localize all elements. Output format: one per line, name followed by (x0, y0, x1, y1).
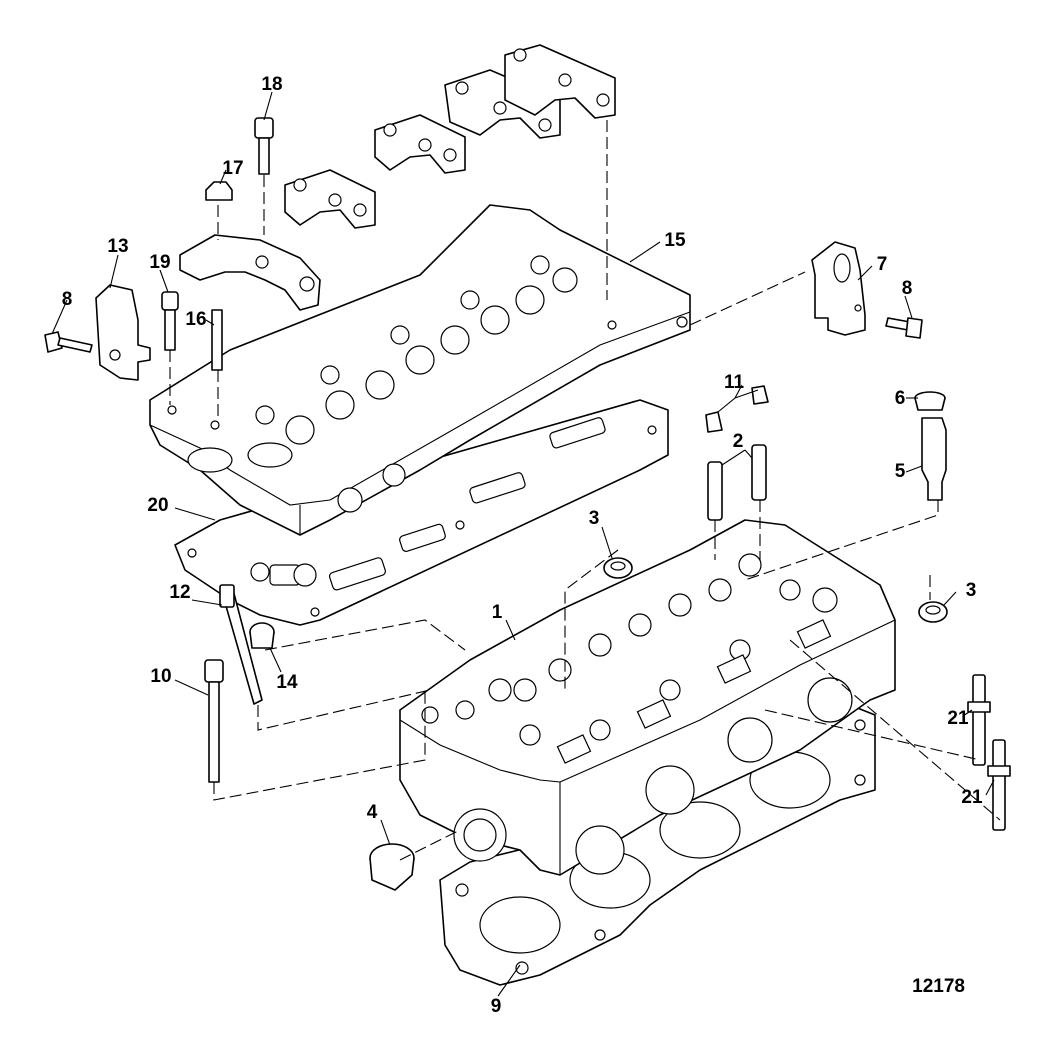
bearing-cap-4-part (504, 44, 616, 119)
cylinder-head-part (399, 519, 896, 876)
washer-left-part (603, 557, 633, 579)
seal-4-part (369, 843, 415, 891)
valve-guide-right-part (751, 444, 767, 501)
bearing-cap-1-part (284, 169, 376, 229)
carrier-gasket-part (174, 399, 669, 626)
callout-4: 4 (367, 802, 378, 823)
valve-seal-right-part (751, 385, 769, 405)
valve-guide-left-part (707, 461, 723, 521)
stud-16-part (211, 309, 223, 371)
callout-11: 11 (724, 372, 745, 393)
bolt-19-part (161, 291, 179, 351)
callout-15: 15 (664, 230, 686, 251)
callout-9: 9 (491, 996, 502, 1017)
figure-id-label: 12178 (912, 976, 965, 997)
callout-21-upper: 21 (947, 708, 969, 729)
callout-13: 13 (107, 236, 128, 257)
bracket-right-part (811, 241, 866, 336)
glow-plug-part (219, 584, 263, 705)
callout-16: 16 (185, 309, 206, 330)
callout-17: 17 (222, 158, 243, 179)
callout-21-lower: 21 (961, 787, 983, 808)
bearing-cap-2-part (374, 114, 466, 174)
callout-1: 1 (492, 602, 503, 623)
sleeve-5-part (921, 417, 947, 501)
bolt-right-part (885, 317, 923, 339)
alignment-lines (169, 120, 1001, 861)
callout-8-right: 8 (902, 278, 913, 299)
nut-17-part (205, 181, 233, 201)
sleeve-14-part (249, 622, 275, 649)
seal-6-part (914, 391, 946, 411)
callout-20: 20 (147, 495, 168, 516)
bolt-left-part (44, 331, 93, 353)
stud-21-lower-part (987, 739, 1011, 831)
bolt-18-part (254, 117, 274, 175)
bracket-left-part (95, 284, 151, 381)
callout-3-left: 3 (589, 508, 600, 529)
valve-seal-left-part (705, 411, 723, 433)
washer-right-part (918, 601, 948, 623)
camshaft-carrier-part (149, 204, 691, 536)
callout-labels: 18 17 13 19 8 16 15 7 8 11 6 2 5 20 3 3 … (62, 74, 983, 1017)
leader-lines (51, 91, 995, 997)
callout-8-left: 8 (62, 289, 73, 310)
callout-3-right: 3 (966, 580, 977, 601)
callout-19: 19 (149, 252, 170, 273)
callout-2: 2 (733, 431, 744, 452)
bolt-10-part (204, 659, 224, 783)
callout-6: 6 (895, 388, 906, 409)
callout-12: 12 (169, 582, 190, 603)
callout-14: 14 (276, 672, 298, 693)
callout-10: 10 (150, 666, 171, 687)
stud-21-upper-part (967, 674, 991, 766)
callout-5: 5 (895, 461, 906, 482)
callout-18: 18 (261, 74, 282, 95)
callout-7: 7 (877, 254, 888, 275)
end-bearing-cap-part (179, 234, 321, 311)
